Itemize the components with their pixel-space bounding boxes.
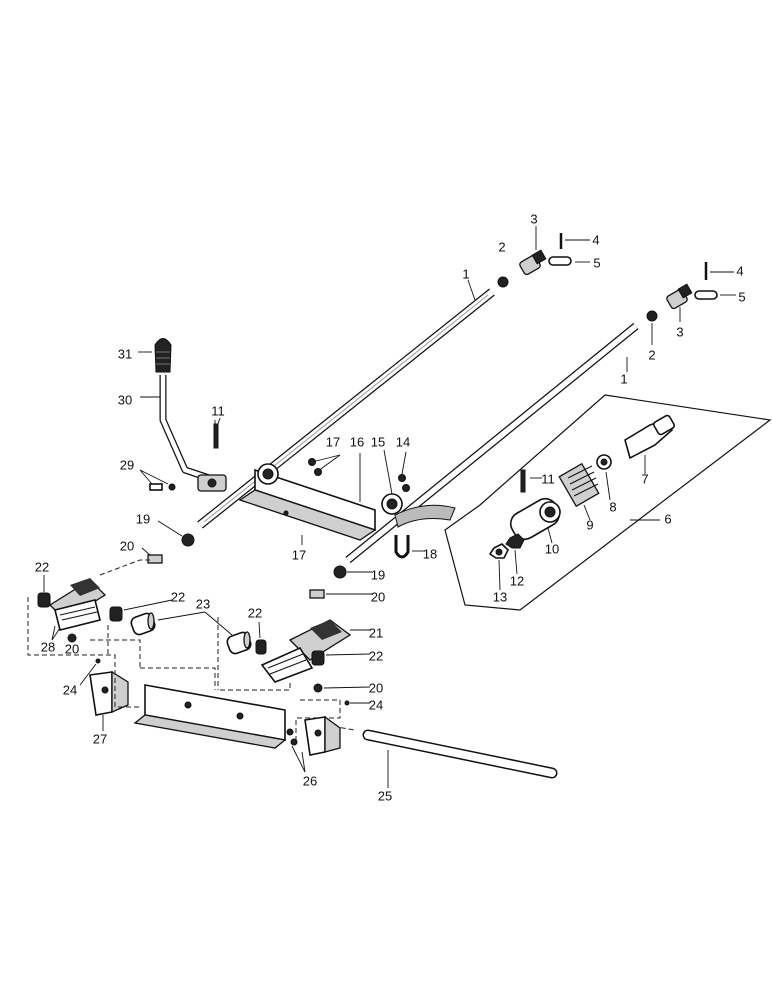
callout-label: 5 [738,289,745,304]
channel-bracket [133,684,287,749]
screw-24-right [344,700,350,706]
callout-label: 26 [303,773,317,788]
knob-31 [154,338,172,373]
nut-20-left [67,633,77,643]
callout-label: 5 [593,255,600,270]
callout-label: 18 [423,546,437,561]
callout-label: 13 [493,589,507,604]
callout-label: 22 [171,589,185,604]
clevis-3-lower [666,283,693,310]
callout-label: 15 [371,434,385,449]
bushing-22-right [255,639,267,655]
callout-label: 4 [592,232,599,247]
pedal-21 [260,619,352,683]
set-screw-20-mid [309,589,325,599]
shaft-1 [197,288,495,529]
callout-label: 3 [530,211,537,226]
pedal-28 [48,578,107,631]
callout-label: 25 [378,788,392,803]
callout-label: 20 [371,589,385,604]
callout-label: 17 [292,547,306,562]
set-screw-20-left [147,554,163,564]
callout-label: 19 [136,511,150,526]
callout-label: 22 [35,559,49,574]
bushing-22-left [37,592,51,608]
callout-label: 11 [211,403,225,418]
callout-label: 3 [676,324,683,339]
callout-label: 28 [41,639,55,654]
bushing-22-mid [109,606,123,622]
bolt-26b [290,738,298,746]
bushing-23-a [130,612,156,636]
screw-24-left [95,658,101,664]
callout-label: 30 [118,392,132,407]
callout-label: 16 [350,434,364,449]
nut-17b [314,468,322,476]
callout-label: 20 [369,680,383,695]
callout-label: 1 [620,371,627,386]
nut-20-right [313,683,323,693]
clevis-3-upper [519,249,547,276]
bushing-2-lower [646,310,658,322]
callout-label: 11 [541,471,555,486]
callout-label: 20 [120,538,134,553]
bolt-26a [286,728,294,736]
callout-label: 2 [648,347,655,362]
callout-label: 24 [63,682,77,697]
shaft-25 [362,729,558,779]
bushing-2-upper [497,276,509,288]
callout-label: 21 [369,625,383,640]
nut-14b [402,484,410,492]
callout-label: 20 [65,641,79,656]
nut-14a [398,474,406,482]
callout-label: 6 [664,511,671,526]
callout-label: 17 [326,434,340,449]
callout-label: 23 [196,596,210,611]
callout-label: 22 [369,648,383,663]
callout-label: 14 [396,434,410,449]
callout-label: 19 [371,567,385,582]
pin-5-upper [548,233,572,266]
callout-label: 31 [118,346,132,361]
pin-11-right [520,469,526,493]
yoke-16 [238,463,403,541]
callout-label: 8 [609,499,616,514]
u-bolt-18 [394,535,410,559]
callout-label: 4 [736,263,743,278]
callout-label: 1 [462,266,469,281]
spring-9 [558,462,600,508]
callout-label: 7 [641,471,648,486]
pin-5-lower [694,262,718,300]
collar-19-right [333,565,347,579]
callout-label: 10 [545,541,559,556]
washer-29 [168,483,176,491]
callout-label: 2 [498,239,505,254]
bracket-27 [89,670,129,716]
sleeve-10 [509,497,561,541]
hand-lever-30 [159,375,217,484]
assembly-outline [444,394,772,611]
callout-label: 12 [510,573,524,588]
nut-13 [488,543,509,559]
callout-label: 24 [369,697,383,712]
collar-19-left [181,533,195,547]
bushing-22-far [311,650,325,666]
callout-label: 22 [248,605,262,620]
lever-hub [197,423,227,492]
bolt-7 [624,414,675,460]
linkage-strip [394,504,456,528]
bracket-26 [304,715,341,756]
callout-label: 9 [586,517,593,532]
callout-label: 29 [120,457,134,472]
screw-29 [149,483,163,491]
bushing-23-b [226,631,252,655]
callout-label: 27 [93,731,107,746]
nut-17a [308,458,316,466]
nut-12 [505,533,525,549]
